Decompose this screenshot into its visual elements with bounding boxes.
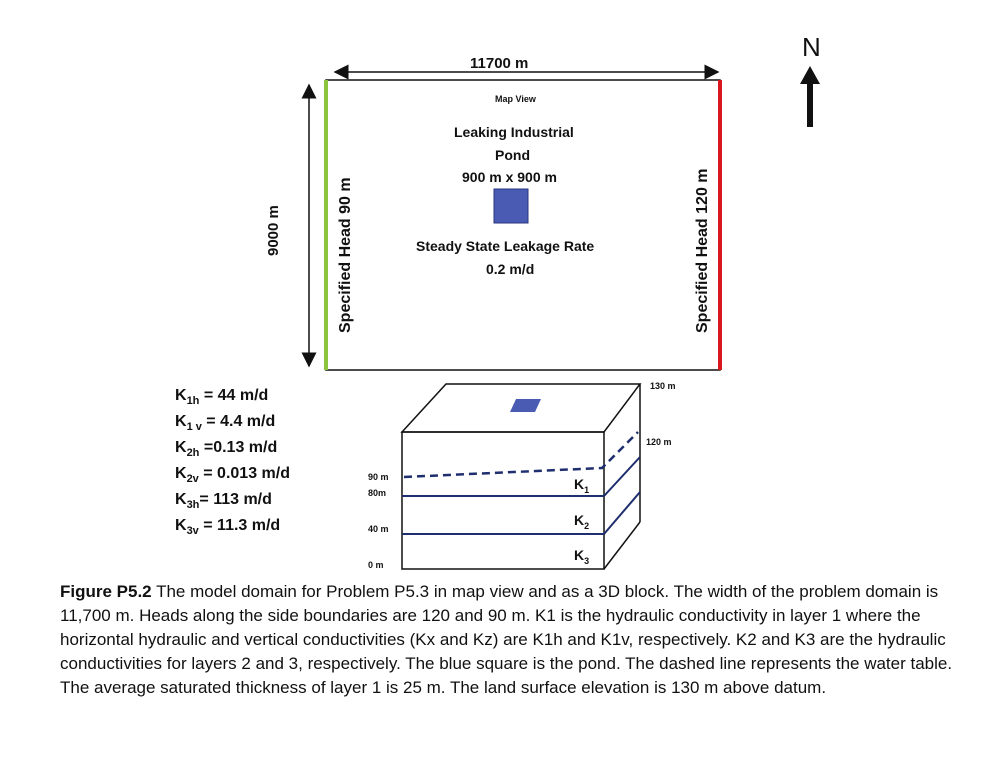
block-front-face <box>401 431 605 570</box>
layer-k3-label: K3 <box>574 547 589 566</box>
conductivity-k2v: K2v = 0.013 m/d <box>175 465 290 486</box>
figure-caption: Figure P5.2 The model domain for Problem… <box>60 580 960 700</box>
layer-k2-label: K2 <box>574 512 589 531</box>
conductivity-k1v: K1 v = 4.4 m/d <box>175 413 276 434</box>
conductivity-k3h: K3h= 113 m/d <box>175 491 272 512</box>
leakage-label: Steady State Leakage Rate <box>416 238 594 254</box>
conductivity-k3v: K3v = 11.3 m/d <box>175 517 281 538</box>
north-arrow-icon <box>800 66 820 127</box>
conductivity-k2h: K2h =0.13 m/d <box>175 439 278 460</box>
pond-label-line1: Leaking Industrial <box>454 124 574 140</box>
pond-3d-icon <box>510 399 541 412</box>
block-label-0m: 0 m <box>368 560 384 570</box>
pond-square <box>493 188 529 224</box>
right-boundary-label: Specified Head 120 m <box>694 168 711 333</box>
pond-label-line2: Pond <box>495 147 530 163</box>
layer-k1-label: K1 <box>574 476 589 495</box>
water-table-dashed-line <box>403 431 639 479</box>
block-label-80m: 80m <box>368 488 386 498</box>
north-label: N <box>802 32 821 62</box>
height-label: 9000 m <box>265 205 282 256</box>
block-right-head: 120 m <box>646 437 672 447</box>
caption-text: The model domain for Problem P5.3 in map… <box>60 582 953 697</box>
pond-size-label: 900 m x 900 m <box>462 169 557 185</box>
caption-label: Figure P5.2 <box>60 582 152 601</box>
width-label: 11700 m <box>470 55 528 72</box>
layer-boundary-40m-side <box>603 491 641 535</box>
leakage-value: 0.2 m/d <box>486 261 534 277</box>
block-label-40m: 40 m <box>368 524 389 534</box>
block-right-bottom-edge <box>603 521 641 570</box>
layer-boundary-80m-side <box>603 456 641 497</box>
block-top-elevation: 130 m <box>650 381 676 391</box>
left-boundary-label: Specified Head 90 m <box>337 177 354 333</box>
map-view-label: Map View <box>495 94 537 104</box>
conductivity-k1h: K1h = 44 m/d <box>175 387 269 408</box>
block-label-90m: 90 m <box>368 472 389 482</box>
